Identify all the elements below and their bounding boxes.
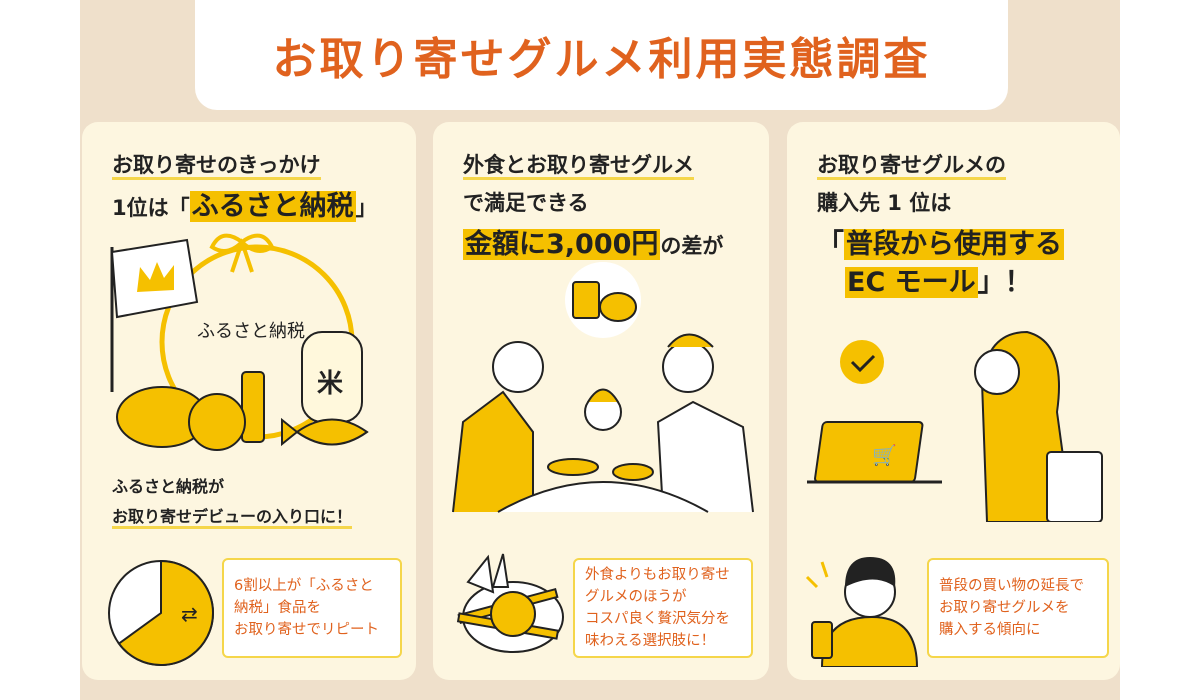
card-price-gap: 外食とお取り寄せグルメ で満足できる 金額に3,000円の差が 外食よりもお取り… — [433, 122, 769, 680]
card-heading-line2: 1位は「ふるさと納税」 — [112, 191, 377, 222]
svg-text:米: 米 — [317, 369, 343, 399]
note-box: 6割以上が「ふるさと 納税」食品を お取り寄せでリピート — [222, 558, 402, 658]
man-with-phone-icon — [805, 557, 919, 667]
svg-text:ふるさと納税: ふるさと納税 — [197, 321, 305, 342]
note-box: 外食よりもお取り寄せ グルメのほうが コスパ良く贅沢気分を 味わえる選択肢に！ — [573, 558, 753, 658]
card-heading-line3: 金額に3,000円の差が — [463, 229, 724, 260]
card-heading-line1: お取り寄せのきっかけ — [112, 146, 377, 184]
sub-line2: お取り寄せデビューの入り口に！ — [112, 507, 353, 529]
card-heading-line4: EC モール」！ — [845, 267, 1032, 298]
card-heading-line3: 「普段から使用する — [817, 229, 1064, 260]
crown-icon — [137, 262, 174, 292]
fish-icon — [281, 417, 369, 447]
card-furusato: お取り寄せのきっかけ 1位は「ふるさと納税」 ふるさと納税 米 ふるさと納税が … — [82, 122, 416, 680]
card-heading-line1: 外食とお取り寄せグルメ — [463, 153, 694, 180]
page-title: お取り寄せグルメ利用実態調査 — [272, 34, 931, 85]
calculator-icon — [572, 281, 600, 319]
sub-line1: ふるさと納税が — [112, 477, 225, 496]
repeat-icon: ⇄ — [181, 602, 198, 626]
card-heading-line2: 購入先 1 位は — [817, 191, 952, 215]
pie-chart: ⇄ — [108, 559, 214, 666]
purse-icon — [599, 292, 637, 322]
cart-icon: 🛒 — [872, 443, 897, 467]
note-box: 普段の買い物の延長で お取り寄せグルメを 購入する傾向に — [927, 558, 1109, 658]
laptop-icon — [814, 421, 924, 483]
family-dining-illustration — [452, 262, 754, 513]
card-ec-mall: お取り寄せグルメの 購入先 1 位は 「普段から使用する EC モール」！ 🛒 … — [787, 122, 1120, 680]
card-heading-line1: お取り寄せグルメの — [817, 153, 1006, 180]
apple-icon — [188, 393, 246, 451]
pie-slice-repeat — [117, 559, 214, 666]
crab-icon — [456, 553, 564, 653]
check-bubble-icon — [840, 340, 884, 384]
furusato-illustration: ふるさと納税 米 — [110, 233, 369, 451]
laptop-shopping-illustration: 🛒 — [807, 330, 1103, 522]
title-banner: お取り寄せグルメ利用実態調査 — [195, 0, 1008, 110]
card-heading-line2: で満足できる — [463, 191, 589, 215]
